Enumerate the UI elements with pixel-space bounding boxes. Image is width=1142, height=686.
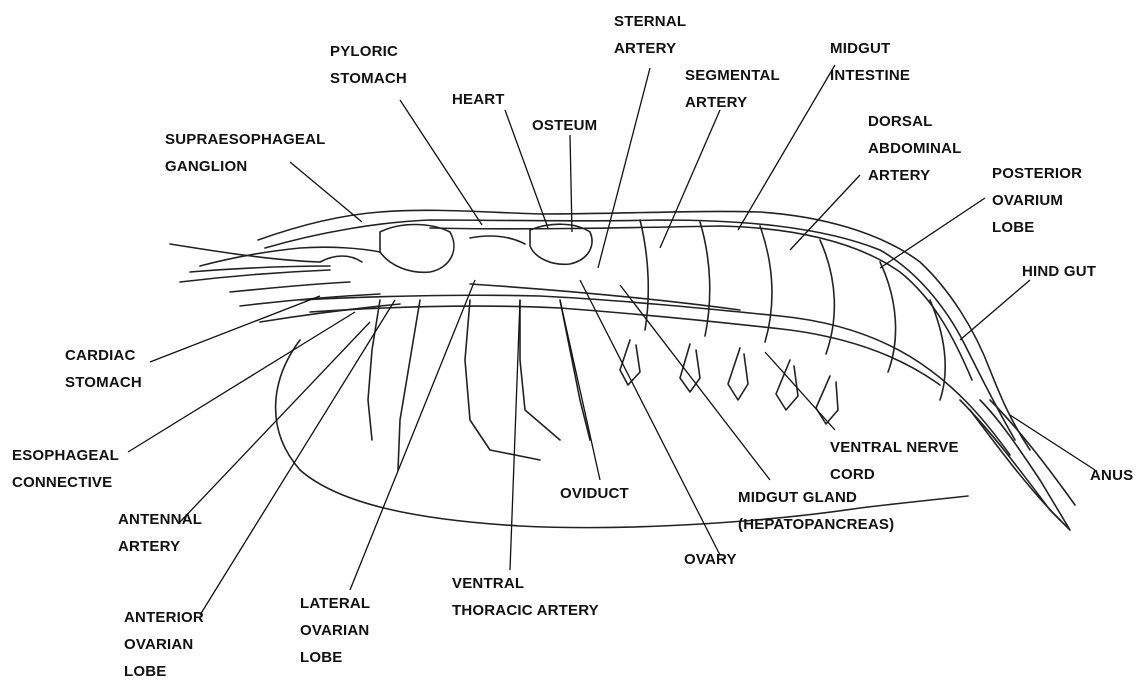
leader-ventral-nerve-cord (765, 352, 835, 430)
leader-antennal-artery (180, 322, 370, 522)
label-oviduct: OVIDUCT (560, 480, 629, 507)
label-anus: ANUS (1090, 462, 1133, 489)
leader-ventral-thoracic-artery (510, 300, 520, 570)
leader-cardiac-stomach (150, 296, 320, 362)
rostrum (200, 247, 380, 266)
heart-organ (530, 224, 592, 264)
leader-pyloric-stomach (400, 100, 482, 225)
leader-ovary (580, 280, 720, 555)
label-midgut-gland: MIDGUT GLAND(HEPATOPANCREAS) (738, 484, 894, 538)
leader-osteum (570, 135, 572, 232)
label-osteum: OSTEUM (532, 112, 597, 139)
leader-oviduct (560, 300, 600, 480)
label-hind-gut: HIND GUT (1022, 258, 1096, 285)
label-ovary: OVARY (684, 546, 737, 573)
leader-posterior-ovarium-lobe (880, 198, 985, 268)
label-heart: HEART (452, 86, 505, 113)
leader-anus (1010, 415, 1095, 470)
ventral-outline (300, 295, 1010, 455)
pyloric-stomach-organ (380, 225, 454, 273)
leader-hind-gut (960, 280, 1030, 340)
leader-esophageal-connective (128, 312, 355, 452)
carapace-outline (258, 210, 1030, 450)
leader-sternal-artery (598, 68, 650, 268)
leader-lateral-ovarian-lobe (350, 280, 475, 590)
